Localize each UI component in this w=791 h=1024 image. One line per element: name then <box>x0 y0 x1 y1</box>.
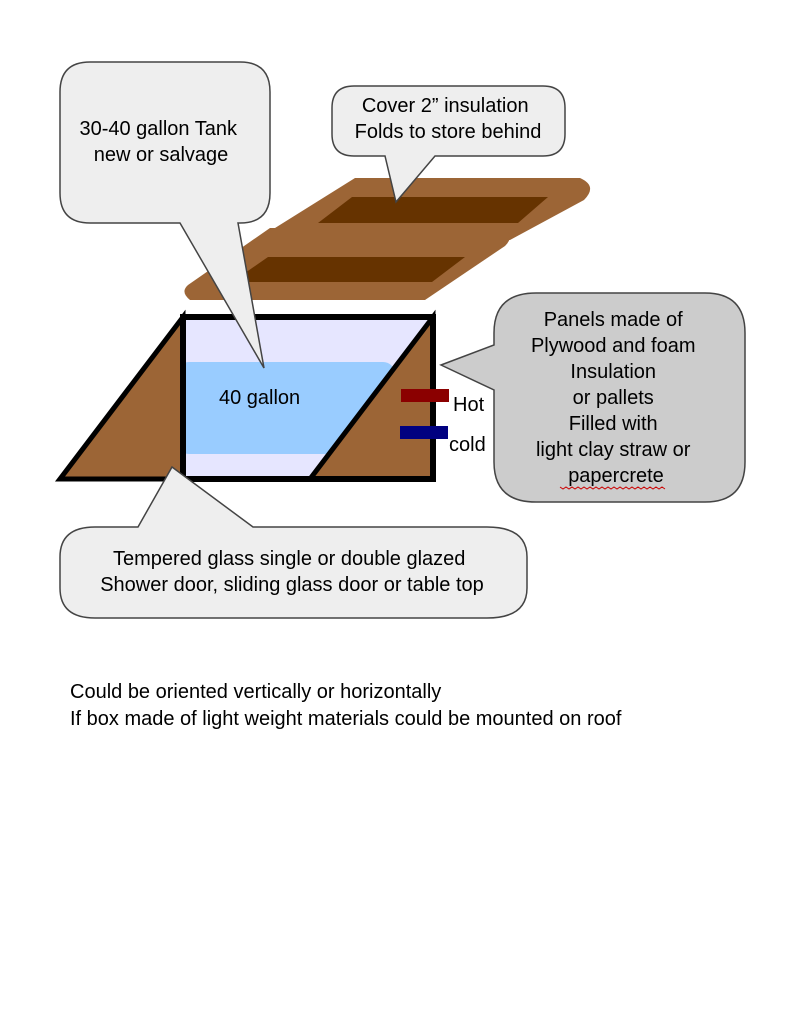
callout-panels-line-2: Plywood and foam <box>531 335 696 357</box>
heater-box: 40 gallon <box>54 309 436 482</box>
callout-tank-line-2: new or salvage <box>94 144 229 166</box>
callout-panels-line-4: or pallets <box>573 387 654 409</box>
spellcheck-squiggle <box>559 486 666 490</box>
cold-pipe-label: cold <box>449 434 486 456</box>
hot-pipe-label: Hot <box>453 394 485 416</box>
callout-cover-line-1: Cover 2” insulation <box>362 95 529 117</box>
callout-panels-bubble <box>439 292 746 503</box>
left-side-panel <box>54 309 186 482</box>
note-line-2: If box made of light weight materials co… <box>70 708 622 730</box>
note-line-1: Could be oriented vertically or horizont… <box>70 681 442 703</box>
callout-glass-line-1: Tempered glass single or double glazed <box>113 548 465 570</box>
callout-panels-line-7: papercrete <box>568 465 664 487</box>
insulated-cover <box>184 178 591 300</box>
callout-panels-line-1: Panels made of <box>544 309 683 331</box>
cover-back-insulation <box>318 197 548 223</box>
water-tank <box>177 362 395 454</box>
pipes: Hot cold <box>400 389 486 456</box>
notes: Could be oriented vertically or horizont… <box>70 679 621 733</box>
callout-glass: Tempered glass single or double glazed S… <box>59 465 528 619</box>
callout-tank-line-1: 30-40 gallon Tank <box>79 118 238 140</box>
callout-panels: Panels made of Plywood and foam Insulati… <box>439 292 746 503</box>
cover-front-insulation <box>232 257 465 282</box>
callout-panels-line-5: Filled with <box>569 413 658 435</box>
callout-cover-bubble <box>331 85 566 204</box>
callout-cover-line-2: Folds to store behind <box>355 121 542 143</box>
svg-text:Panels made of Plywood a: Panels made of Plywood and foam Insulati… <box>531 309 701 487</box>
callout-tank-bubble <box>59 61 271 369</box>
svg-text:Cover 2” insulation Fold: Cover 2” insulation Folds to store behin… <box>355 95 542 143</box>
tank-label: 40 gallon <box>219 387 300 409</box>
svg-text:Tempered glass single or doubl: Tempered glass single or double glazed S… <box>100 548 484 596</box>
callout-glass-line-2: Shower door, sliding glass door or table… <box>100 574 484 596</box>
callout-panels-line-3: Insulation <box>570 361 656 383</box>
hot-pipe <box>401 389 449 402</box>
callout-cover: Cover 2” insulation Folds to store behin… <box>331 85 566 204</box>
cold-pipe <box>400 426 448 439</box>
callout-glass-bubble <box>59 465 528 619</box>
callout-tank: 30-40 gallon Tank new or salvage <box>59 61 271 369</box>
svg-text:30-40 gallon Tank new or: 30-40 gallon Tank new or salvage <box>79 118 242 166</box>
callout-panels-line-6: light clay straw or <box>536 439 691 461</box>
